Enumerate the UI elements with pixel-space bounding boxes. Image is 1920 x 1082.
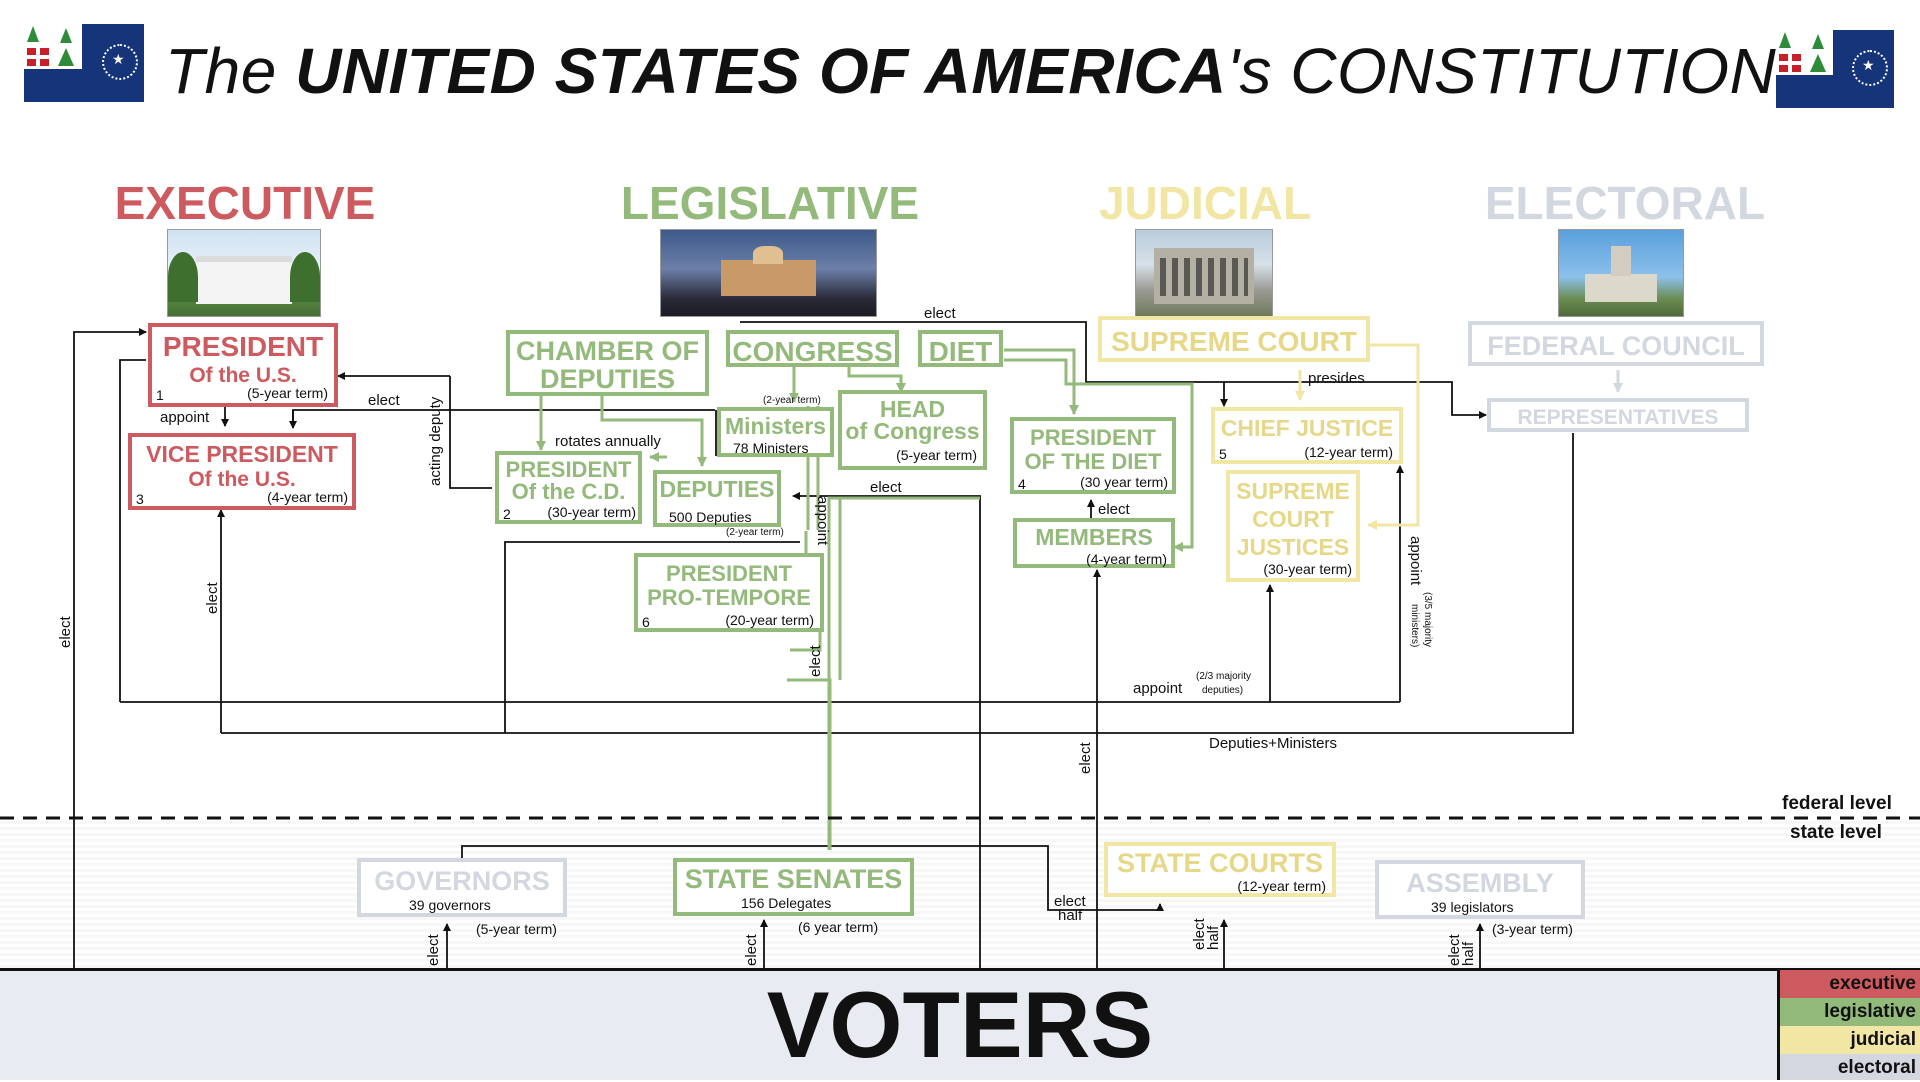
box-governors[interactable]: GOVERNORS 39 governors [357, 858, 567, 917]
box-members[interactable]: MEMBERS (4-year term) [1013, 518, 1175, 568]
flag-right-icon: ★ [1776, 30, 1894, 108]
heading-electoral: ELECTORAL [1484, 177, 1766, 229]
box-diet[interactable]: DIET [918, 330, 1003, 367]
line-acting-deputy [449, 376, 492, 489]
box-president-pro-tempore[interactable]: PRESIDENT PRO-TEMPORE 6 (20-year term) [634, 553, 824, 632]
line-elect-top [740, 321, 1228, 407]
legend [1777, 969, 1920, 1080]
label-appoint-right: appoint [1407, 536, 1424, 586]
voters-bar: VOTERS [0, 968, 1920, 1080]
label-appoint-congress: appoint [814, 496, 831, 546]
box-congress[interactable]: CONGRESS [726, 330, 899, 367]
box-supreme-court-justices[interactable]: SUPREME COURT JUSTICES (30-year term) [1226, 470, 1360, 582]
flag-left-icon: ★ [24, 24, 144, 102]
box-deputies[interactable]: DEPUTIES 500 Deputies [653, 470, 781, 527]
legend-electoral: electoral [1780, 1054, 1920, 1080]
label-rotates-annually: rotates annually [555, 433, 661, 450]
heading-judicial: JUDICIAL [1098, 177, 1312, 229]
capitol-building-image [660, 229, 877, 317]
legend-legislative: legislative [1780, 998, 1920, 1026]
label-elect-voters: elect [57, 616, 74, 648]
heading-legislative: LEGISLATIVE [620, 177, 920, 229]
state-capitol-image [1558, 229, 1684, 317]
label-elect-vp: elect [204, 582, 221, 614]
label-elect-diet: elect [1098, 501, 1130, 518]
box-assembly[interactable]: ASSEMBLY 39 legislators [1375, 860, 1585, 919]
white-house-image [167, 229, 321, 317]
line-governors [461, 845, 1164, 911]
box-head-of-congress[interactable]: HEAD of Congress (5-year term) [838, 390, 987, 470]
label-federal-level: federal level [1782, 793, 1892, 814]
star-seal-icon [1852, 50, 1888, 86]
label-presides: presides [1308, 370, 1365, 387]
box-supreme-court[interactable]: SUPREME COURT [1098, 316, 1370, 362]
page-title: The UNITED STATES OF AMERICA's CONSTITUT… [165, 35, 1777, 107]
box-president[interactable]: PRESIDENT Of the U.S. 1 (5-year term) [148, 323, 338, 407]
tree-icon [27, 26, 39, 42]
line-deputies-elect [792, 492, 981, 982]
label-acting-deputy: acting deputy [427, 396, 444, 486]
box-vice-president[interactable]: VICE PRESIDENT Of the U.S. 3 (4-year ter… [128, 433, 356, 510]
tree-icon [1779, 32, 1791, 48]
label-appoint: appoint [160, 409, 210, 426]
box-chief-justice[interactable]: CHIEF JUSTICE 5 (12-year term) [1211, 407, 1403, 464]
label-elect-pt: elect [807, 645, 824, 677]
legend-executive: executive [1780, 970, 1920, 998]
tree-icon [1810, 54, 1826, 72]
label-elect-deputies: elect [870, 479, 902, 496]
line-president-loop [119, 359, 146, 702]
heading-executive: EXECUTIVE [114, 177, 376, 229]
box-representatives[interactable]: REPRESENTATIVES [1487, 398, 1749, 432]
box-president-cd[interactable]: PRESIDENT Of the C.D. 2 (30-year term) [495, 451, 642, 524]
line-voters-to-president [73, 328, 147, 968]
legend-judicial: judicial [1780, 1026, 1920, 1054]
box-chamber-of-deputies[interactable]: CHAMBER OF DEPUTIES [506, 330, 709, 396]
box-federal-council[interactable]: FEDERAL COUNCIL [1468, 321, 1764, 366]
label-deputies-ministers: Deputies+Ministers [1209, 735, 1337, 752]
label-elect-governors: elect [425, 934, 442, 966]
label-elect-senates: elect [743, 934, 760, 966]
box-ministers[interactable]: Ministers 78 Ministers [717, 407, 834, 457]
box-state-courts[interactable]: STATE COURTS (12-year term) [1104, 842, 1336, 897]
voters-title: VOTERS [766, 972, 1154, 1077]
label-elect-members: elect [1077, 742, 1094, 774]
label-elect-president: elect [368, 392, 400, 409]
star-seal-icon [102, 44, 138, 80]
label-elect-top: elect [924, 305, 956, 322]
label-state-level: state level [1790, 822, 1882, 843]
tree-icon [58, 48, 74, 66]
label-elect-half: elect [1054, 893, 1086, 910]
label-appoint-justices: appoint [1133, 680, 1183, 697]
box-state-senates[interactable]: STATE SENATES 156 Delegates [673, 858, 914, 916]
box-president-of-the-diet[interactable]: PRESIDENT OF THE DIET 4 (30 year term) [1010, 417, 1176, 494]
